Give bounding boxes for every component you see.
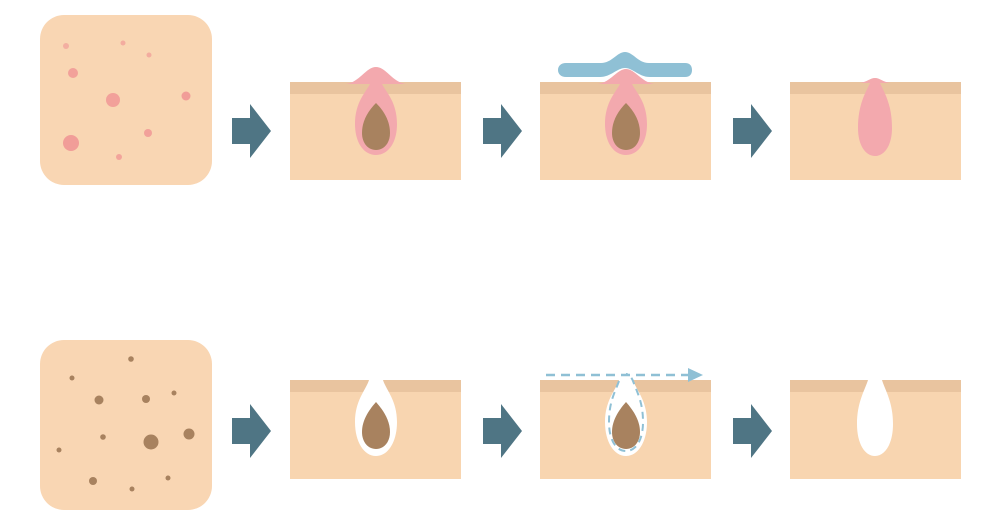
clogged-pore-cross-section	[290, 380, 461, 479]
acne-row	[40, 15, 961, 185]
dark-spot	[128, 356, 134, 362]
dark-spot	[142, 395, 150, 403]
dark-spot	[143, 434, 159, 450]
dark-spot	[165, 475, 171, 481]
sebum-plug	[612, 103, 640, 150]
sebum-plug	[362, 402, 390, 449]
red-spot	[120, 40, 126, 46]
arrow-right-icon	[733, 404, 772, 458]
red-spot	[146, 52, 152, 58]
extraction-arrow-head-icon	[688, 368, 703, 382]
inflamed-mound	[346, 67, 406, 84]
calmed-follicle	[858, 83, 892, 156]
extraction-outline	[607, 373, 645, 453]
empty-follicle	[857, 380, 893, 456]
red-spot	[63, 135, 79, 151]
dark-spot	[56, 447, 62, 453]
dark-spot-skin-swatch	[40, 340, 212, 510]
red-spot	[144, 129, 152, 137]
red-spot	[68, 68, 78, 78]
dark-spot	[183, 428, 195, 440]
slight-mound	[860, 78, 890, 83]
dark-spot	[89, 477, 97, 485]
calmed-pore-cross-section	[790, 78, 961, 180]
dark-spot	[69, 375, 75, 381]
arrow-right-icon	[483, 404, 522, 458]
red-spot	[63, 43, 69, 49]
pore-strip-cross-section	[540, 52, 711, 180]
sebum-plug	[612, 402, 640, 449]
red-spot	[106, 93, 120, 107]
clean-pore-cross-section	[790, 380, 961, 479]
dark-spot	[171, 390, 177, 396]
red-spot-skin-swatch	[40, 15, 212, 185]
inflamed-pore-cross-section	[290, 67, 461, 180]
dark-spot	[94, 395, 104, 405]
dark-spot	[100, 434, 106, 440]
red-spot	[116, 154, 122, 160]
arrow-right-icon	[232, 404, 271, 458]
extraction-cross-section	[540, 368, 711, 479]
arrow-right-icon	[483, 104, 522, 158]
red-spot	[181, 91, 191, 101]
arrow-right-icon	[232, 104, 271, 158]
pore-strip-patch	[558, 52, 692, 77]
inflamed-mound	[598, 69, 654, 84]
sebum-plug	[362, 103, 390, 150]
blackhead-row	[40, 340, 961, 510]
arrow-right-icon	[733, 104, 772, 158]
dark-spot	[129, 486, 135, 492]
